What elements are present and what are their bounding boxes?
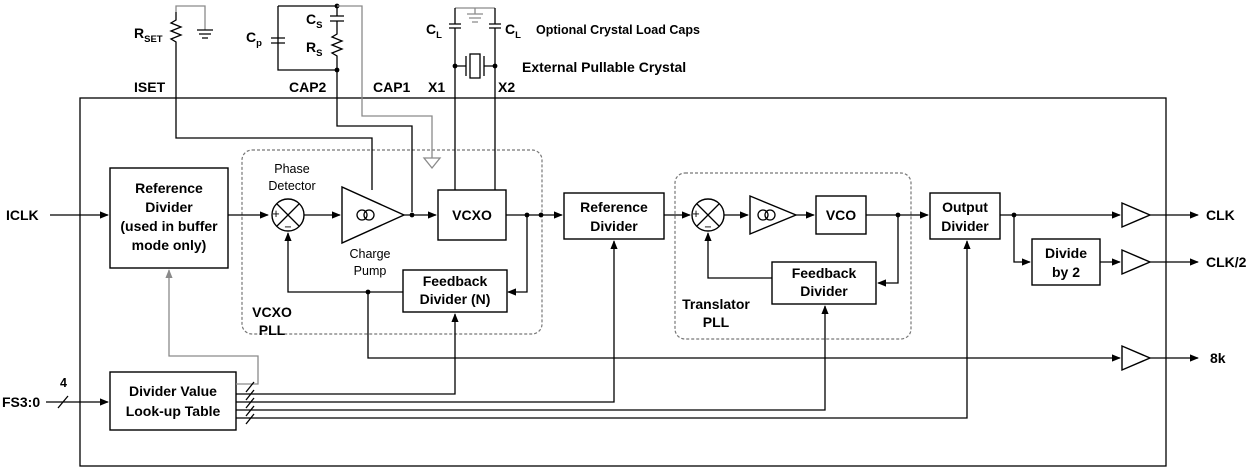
rset-label: RSET — [134, 25, 163, 45]
divide-by-2: Divide by 2 — [1031, 238, 1101, 286]
8k-buffer — [1121, 344, 1152, 372]
clk-buffer — [1121, 201, 1152, 229]
iset-pin-label: ISET — [134, 79, 166, 95]
vco-block: VCO — [815, 195, 867, 235]
svg-text:Reference: Reference — [135, 180, 203, 196]
svg-text:Divider: Divider — [145, 199, 193, 215]
svg-text:+: + — [272, 207, 279, 221]
reference-divider-2: Reference Divider — [563, 192, 665, 240]
chip-outline — [79, 97, 1167, 467]
fs-pin-label: FS3:0 — [2, 394, 40, 410]
clk2-pin-label: CLK/2 — [1206, 254, 1247, 270]
svg-text:by 2: by 2 — [1052, 264, 1080, 280]
feedback-divider-translator: Feedback Divider — [771, 261, 877, 305]
clk-pin-label: CLK — [1206, 207, 1235, 223]
svg-text:+: + — [692, 207, 699, 221]
rset-resistor — [169, 5, 373, 190]
feedback-divider-n: Feedback Divider (N) — [402, 269, 508, 313]
translator-charge-pump-symbol — [749, 194, 798, 236]
translator-pll-label-1: Translator — [682, 296, 750, 312]
8k-pin-label: 8k — [1210, 350, 1226, 366]
reference-divider-1: Reference Divider (used in buffer mode o… — [109, 167, 229, 269]
svg-text:mode only): mode only) — [132, 237, 207, 253]
rs-label: RS — [306, 39, 322, 59]
translator-pll-label-2: PLL — [703, 314, 730, 330]
svg-text:Feedback: Feedback — [792, 265, 857, 281]
vcxo-pll-label-1: VCXO — [252, 304, 292, 320]
svg-text:Feedback: Feedback — [423, 273, 488, 289]
svg-text:Divider: Divider — [590, 218, 638, 234]
cl-right-label: CL — [505, 21, 521, 41]
charge-pump-symbol — [341, 185, 406, 245]
svg-text:VCO: VCO — [826, 207, 856, 223]
x2-pin-label: X2 — [498, 79, 515, 95]
svg-text:(used in buffer: (used in buffer — [120, 218, 218, 234]
svg-text:−: − — [704, 220, 711, 234]
svg-text:Divider Value: Divider Value — [129, 383, 217, 399]
divider-lut: Divider Value Look-up Table — [109, 371, 237, 431]
vcxo-block: VCXO — [437, 189, 507, 241]
cap2-pin-label: CAP2 — [289, 79, 327, 95]
svg-text:Reference: Reference — [580, 199, 648, 215]
output-divider: Output Divider — [929, 192, 1001, 240]
svg-text:Divider: Divider — [941, 218, 989, 234]
translator-pll-group — [674, 172, 912, 340]
svg-text:Divider (N): Divider (N) — [420, 291, 491, 307]
loop-filter — [271, 3, 433, 212]
svg-text:Output: Output — [942, 199, 988, 215]
svg-text:Divide: Divide — [1045, 245, 1087, 261]
fs-bus-width: 4 — [60, 376, 67, 390]
cap1-pin-label: CAP1 — [373, 79, 411, 95]
crystal-and-load-caps — [449, 7, 501, 190]
vcxo-pll-label-2: PLL — [259, 322, 286, 338]
clk2-buffer — [1121, 248, 1152, 276]
phase-detector-label-2: Detector — [268, 179, 315, 193]
phase-detector-symbol: + − — [271, 198, 305, 234]
iclk-pin-label: ICLK — [6, 207, 39, 223]
cl-left-label: CL — [426, 21, 442, 41]
svg-text:−: − — [284, 220, 291, 234]
x1-pin-label: X1 — [428, 79, 445, 95]
charge-pump-label-2: Pump — [354, 264, 387, 278]
translator-phase-detector-symbol: + − — [691, 198, 725, 234]
cp-label: Cp — [246, 29, 262, 49]
cap1-ground-icon — [422, 157, 442, 170]
crystal-caption: External Pullable Crystal — [522, 59, 686, 75]
charge-pump-label-1: Charge — [350, 247, 391, 261]
vcxo-pll-group — [241, 149, 543, 335]
svg-text:Look-up Table: Look-up Table — [126, 403, 221, 419]
cs-label: CS — [306, 11, 322, 31]
load-caps-caption: Optional Crystal Load Caps — [536, 23, 700, 37]
svg-text:VCXO: VCXO — [452, 207, 492, 223]
lut-control-buses — [165, 240, 971, 425]
svg-text:Divider: Divider — [800, 283, 848, 299]
phase-detector-label-1: Phase — [274, 162, 309, 176]
